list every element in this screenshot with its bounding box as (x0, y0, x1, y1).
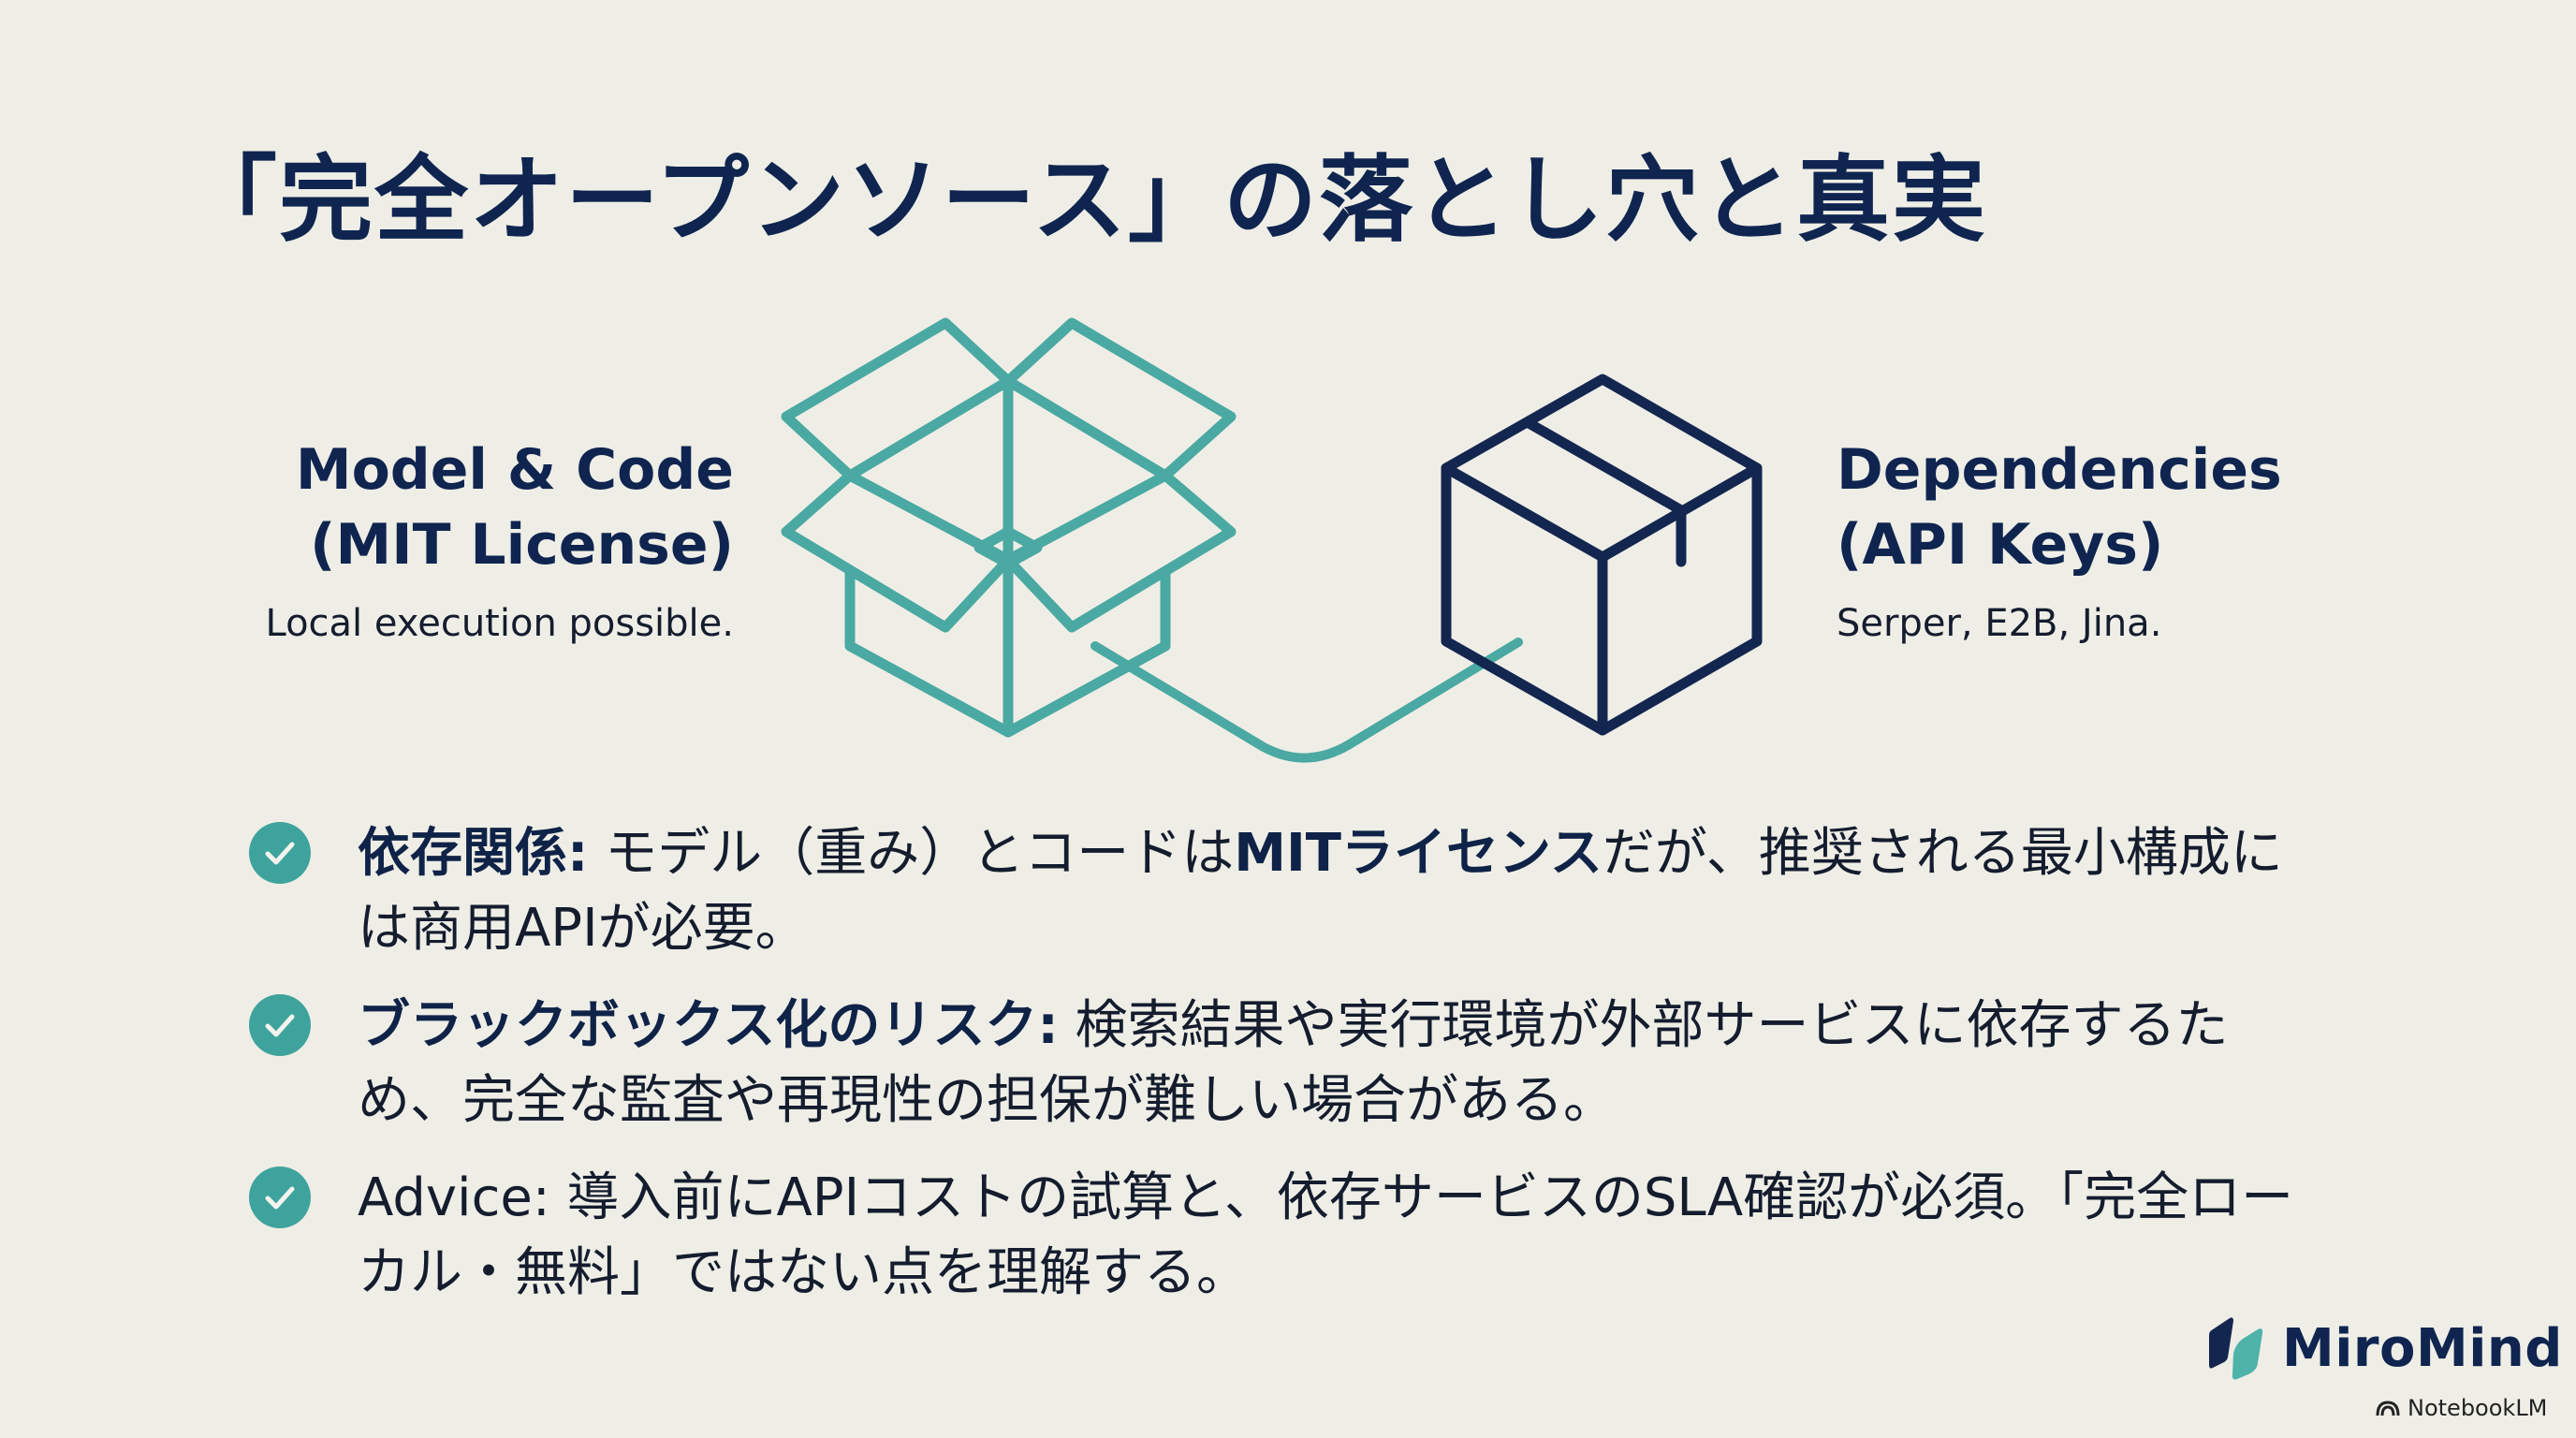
check-circle-icon (249, 822, 311, 884)
model-code-heading-line1: Model & Code (295, 437, 734, 503)
bullet-text: ブラックボックス化のリスク: 検索結果や実行環境が外部サービスに依存するため、完… (358, 989, 2323, 1138)
bullet-text: Advice: 導入前にAPIコストの試算と、依存サービスのSLA確認が必須。「… (358, 1161, 2323, 1311)
bullet-label: ブラックボックス化のリスク: (358, 995, 1059, 1056)
bullet-text: 依存関係: モデル（重み）とコードはMITライセンスだが、推奨される最小構成には… (358, 816, 2323, 966)
page-title: 「完全オープンソース」の落とし穴と真実 (183, 145, 1987, 255)
notebooklm-watermark: NotebookLM (2376, 1395, 2547, 1421)
miromind-wordmark: MiroMind (2282, 1317, 2563, 1379)
check-circle-icon (249, 1167, 311, 1228)
check-circle-icon (249, 994, 311, 1056)
miromind-logo: MiroMind (2205, 1316, 2563, 1380)
bullet-body: 検索結果や実行環境が外部サービスに依存するため、完全な監査や再現性の担保が難しい… (358, 995, 2229, 1131)
bullet-body: モデル（重み）とコードは (588, 823, 1235, 884)
model-code-subtitle: Local execution possible. (265, 602, 734, 645)
notebooklm-label: NotebookLM (2408, 1395, 2548, 1421)
model-code-heading-line2: (MIT License) (310, 512, 734, 578)
cable-connector (1090, 638, 1523, 763)
dependencies-subtitle: Serper, E2B, Jina. (1837, 602, 2162, 645)
bullet-item-blackbox-risk: ブラックボックス化のリスク: 検索結果や実行環境が外部サービスに依存するため、完… (245, 989, 2305, 1138)
miromind-logo-icon (2209, 1317, 2263, 1380)
bullet-body: 導入前にAPIコストの試算と、依存サービスのSLA確認が必須。「完全ローカル・無… (358, 1167, 2294, 1303)
bullet-item-advice: Advice: 導入前にAPIコストの試算と、依存サービスのSLA確認が必須。「… (245, 1161, 2305, 1311)
bullet-list: 依存関係: モデル（重み）とコードはMITライセンスだが、推奨される最小構成には… (245, 816, 2305, 1333)
closed-box-icon (1441, 374, 1763, 736)
dependencies-label: Dependencies (API Keys) Serper, E2B, Jin… (1837, 433, 2282, 652)
bullet-body: だが、推奨される最小構成には商用APIが必要。 (358, 823, 2283, 959)
open-box-icon (781, 317, 1237, 738)
bullet-emphasis: MITライセンス (1234, 823, 1603, 884)
bullet-label: 依存関係: (358, 823, 589, 884)
dependencies-heading-line1: Dependencies (1837, 437, 2282, 503)
notebooklm-icon (2376, 1401, 2400, 1416)
model-code-label: Model & Code (MIT License) Local executi… (265, 433, 734, 652)
bullet-label: Advice: (358, 1167, 550, 1228)
bullet-item-dependencies: 依存関係: モデル（重み）とコードはMITライセンスだが、推奨される最小構成には… (245, 816, 2305, 966)
dependencies-heading-line2: (API Keys) (1837, 512, 2164, 578)
